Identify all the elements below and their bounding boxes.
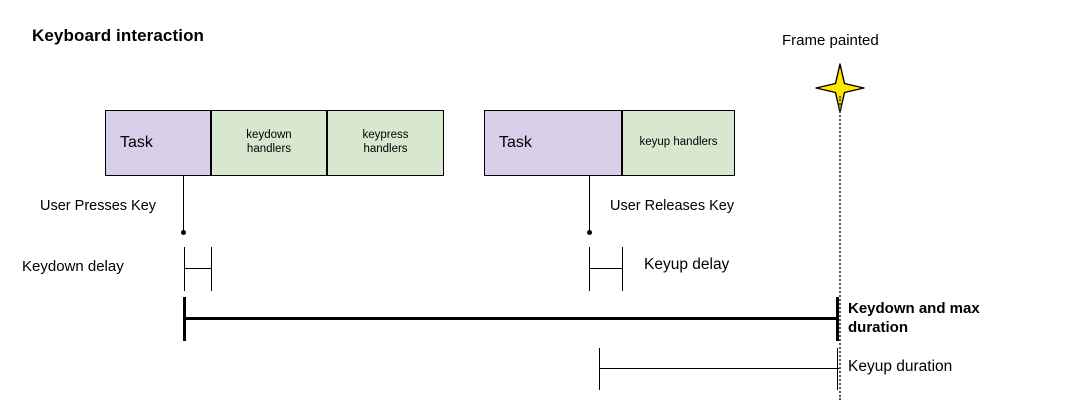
key-release-arrow-line (589, 176, 590, 233)
page-title: Keyboard interaction (32, 26, 205, 45)
keydown-max-duration-span (183, 317, 839, 320)
keydown-delay-end-tick (211, 247, 212, 291)
key-release-arrow-head (587, 230, 592, 235)
keyup-delay-label: Keyup delay (644, 256, 730, 273)
keyup-handlers-block: keyup handlers (622, 110, 735, 176)
key-release-event-label: User Releases Key (610, 198, 735, 214)
task-block-keyup: Task (484, 110, 622, 176)
key-press-arrow-head (181, 230, 186, 235)
keydown-delay-label: Keydown delay (22, 258, 124, 275)
keypress-handlers-label: keypress handlers (362, 129, 409, 155)
keydown-delay-start-tick (184, 247, 185, 291)
keydown-delay-span (184, 268, 212, 269)
keydown-handlers-label: keydown handlers (246, 129, 292, 155)
key-press-event-label: User Presses Key (40, 198, 157, 214)
task-block-label: Task (120, 134, 153, 152)
keyup-duration-label: Keyup duration (848, 358, 953, 375)
keyup-duration-end-tick (837, 348, 838, 390)
keyup-delay-start-tick (589, 247, 590, 291)
keyup-handlers-label: keyup handlers (639, 136, 718, 149)
keydown-handlers-block: keydown handlers (211, 110, 327, 176)
task-block-label: Task (499, 134, 532, 152)
keyup-duration-start-tick (599, 348, 600, 390)
keyup-delay-span (589, 268, 623, 269)
frame-painted-label: Frame painted (782, 32, 879, 49)
frame-painted-dotted-line (839, 96, 841, 400)
key-press-arrow-line (183, 176, 184, 233)
keydown-max-duration-label: Keydown and max duration (848, 300, 980, 336)
keyup-delay-end-tick (622, 247, 623, 291)
keyup-duration-span (599, 368, 839, 369)
task-block-keydown: Task (105, 110, 211, 176)
keypress-handlers-block: keypress handlers (327, 110, 444, 176)
